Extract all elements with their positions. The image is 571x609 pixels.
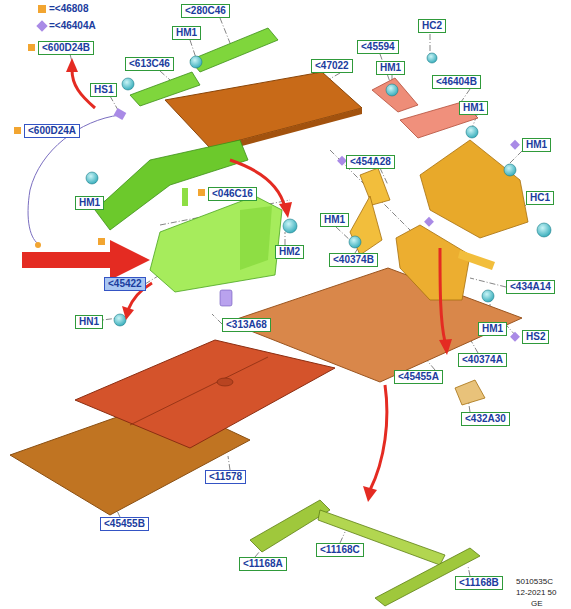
drawing-number: GE [531, 599, 543, 609]
callout-number: <600D24B [42, 42, 90, 53]
callout-number: <45594 [361, 41, 395, 52]
callout-box: HN1 [75, 315, 103, 329]
callout-number: <47022 [315, 60, 349, 71]
legend-swatch [36, 20, 47, 31]
callout-box: <40374B [329, 253, 378, 267]
legend-text: =<46808 [49, 3, 89, 15]
callout-number: HM1 [176, 27, 197, 38]
callout-box: <45455A [394, 370, 443, 384]
callout-box: HM1 [320, 213, 349, 227]
callout-number: <40374A [462, 354, 503, 365]
callout-number: HN1 [79, 316, 99, 327]
callout-number: HC2 [422, 20, 442, 31]
callout-number: HC1 [530, 192, 550, 203]
callout-box: <45594 [357, 40, 399, 54]
callout-box: HC1 [526, 191, 554, 205]
callout-number: HM1 [79, 197, 100, 208]
drawing-number: 12-2021 50 [516, 588, 556, 598]
callout-number: <11168C [320, 544, 360, 555]
callout-box: HS1 [90, 83, 117, 97]
callout-number: <45422 [108, 278, 142, 289]
callout-number: HM2 [279, 246, 300, 257]
callout-number: <432A30 [465, 413, 506, 424]
callout-number: <046C16 [212, 188, 253, 199]
callout-number: <40374B [333, 254, 374, 265]
callout-number: <454A28 [350, 156, 391, 167]
callout-box: <11168C [316, 543, 364, 557]
callout-number: HM1 [380, 62, 401, 73]
callout-box: <40374A [458, 353, 507, 367]
callout-box: HM1 [522, 138, 551, 152]
legend-text: =<46404A [49, 20, 96, 32]
callout-number: HM1 [526, 139, 547, 150]
callout-box: <600D24A [24, 124, 80, 138]
callout-box: <434A14 [506, 280, 555, 294]
callout-box: HM1 [75, 196, 104, 210]
callout-number: <313A68 [226, 319, 267, 330]
callout-number: HS2 [526, 331, 545, 342]
callout-number: <434A14 [510, 281, 551, 292]
callout-number: <11168A [243, 558, 283, 569]
callout-box: <45455B [100, 517, 149, 531]
callout-number: HM1 [463, 102, 484, 113]
callout-box: <046C16 [208, 187, 257, 201]
callout-box: <280C46 [181, 4, 230, 18]
callout-box: HM1 [172, 26, 201, 40]
callout-number: <613C46 [129, 58, 170, 69]
callout-box: <11578 [205, 470, 246, 484]
callout-number: HS1 [94, 84, 113, 95]
callout-box: HM1 [459, 101, 488, 115]
callout-box: <432A30 [461, 412, 510, 426]
callout-box: <46404B [432, 75, 481, 89]
callout-box: HS2 [522, 330, 549, 344]
callout-box: <11168B [455, 576, 503, 590]
callout-box: <600D24B [38, 41, 94, 55]
callout-box: HM2 [275, 245, 304, 259]
callout-box: HC2 [418, 19, 446, 33]
callout-box: <613C46 [125, 57, 174, 71]
callout-box: <47022 [311, 59, 353, 73]
callout-box: <454A28 [346, 155, 395, 169]
drawing-number: 5010535C [516, 577, 553, 587]
callout-number: <280C46 [185, 5, 226, 16]
legend-swatch [38, 5, 46, 13]
callout-number: HM1 [324, 214, 345, 225]
callout-box: HM1 [478, 322, 507, 336]
callout-number: <11578 [209, 471, 242, 482]
callout-number: <45455A [398, 371, 439, 382]
callout-number: <11168B [459, 577, 499, 588]
callout-box: <11168A [239, 557, 287, 571]
callout-number: <46404B [436, 76, 477, 87]
callout-number: <600D24A [28, 125, 76, 136]
callout-box: <45422 [104, 277, 146, 291]
callout-number: <45455B [104, 518, 145, 529]
callout-box: HM1 [376, 61, 405, 75]
callout-box: <313A68 [222, 318, 271, 332]
callout-number: HM1 [482, 323, 503, 334]
